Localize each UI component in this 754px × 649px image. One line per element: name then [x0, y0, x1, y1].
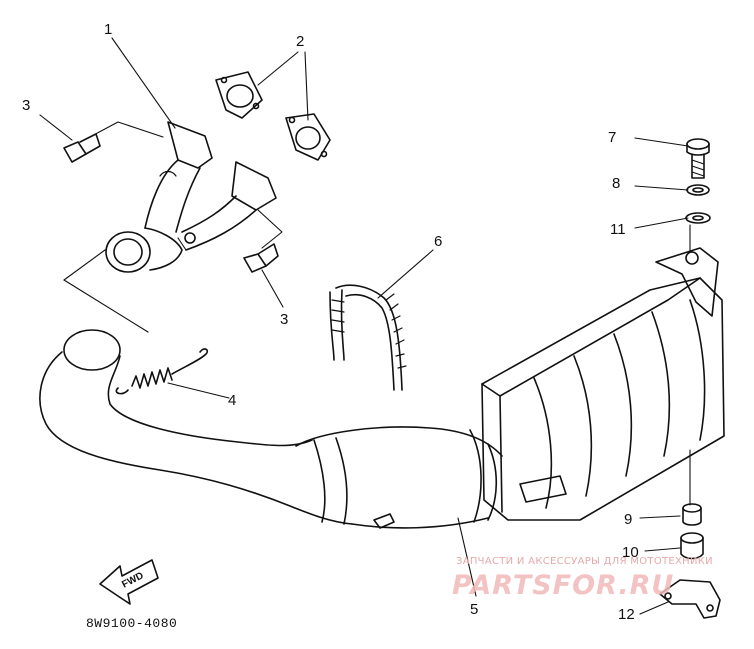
collar: [682, 503, 702, 526]
bolt-upper: [63, 133, 101, 163]
spring: [115, 348, 209, 395]
callout-9: 9: [624, 511, 633, 528]
callout-12: 12: [618, 606, 635, 623]
callout-5: 5: [470, 601, 479, 618]
fwd-label: FWD: [120, 570, 145, 590]
washer-spring: [686, 184, 710, 196]
callout-4: 4: [228, 392, 237, 409]
callout-1: 1: [104, 21, 113, 38]
callout-8: 8: [612, 175, 621, 192]
part-code: 8W9100-4080: [86, 616, 178, 631]
watermark-logo: PARTSFOR.RU: [452, 570, 675, 601]
callout-3b: 3: [280, 311, 289, 328]
watermark-tagline: ЗАПЧАСТИ И АКСЕССУАРЫ ДЛЯ МОТОТЕХНИКИ: [456, 556, 713, 567]
gasket-upper: [215, 71, 263, 119]
bracket: [659, 579, 721, 619]
exhaust-header-pipe: [105, 121, 277, 273]
callout-7: 7: [608, 129, 617, 146]
callout-6: 6: [434, 233, 443, 250]
gasket-lower: [285, 113, 331, 161]
bolt-lower: [243, 243, 279, 273]
main-exhaust-pipe: [39, 329, 503, 529]
callout-11: 11: [610, 221, 626, 238]
bolt-muffler: [686, 138, 710, 179]
callout-2: 2: [296, 33, 305, 50]
fwd-arrow-icon: [99, 559, 159, 605]
callout-3a: 3: [22, 97, 31, 114]
washer-plain: [685, 212, 711, 224]
rear-exhaust-pipe: [329, 284, 407, 391]
grommet: [680, 532, 704, 560]
leader-lines: [39, 37, 691, 615]
muffler: [481, 247, 725, 521]
callout-10: 10: [622, 544, 639, 561]
